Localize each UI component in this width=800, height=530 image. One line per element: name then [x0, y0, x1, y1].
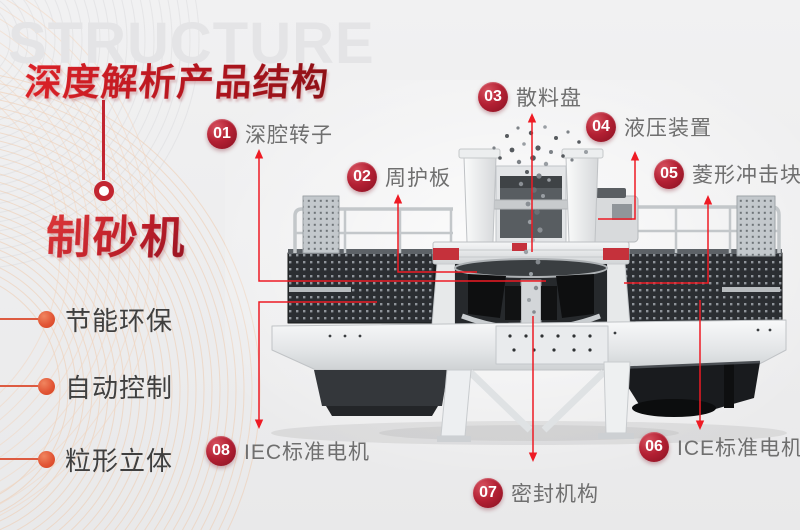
feature-energy-saving: 节能环保 — [0, 303, 174, 336]
title-accent-line — [102, 100, 105, 180]
callout-02: 02 周护板 — [347, 162, 451, 192]
callout-line-05 — [624, 195, 713, 284]
callout-line-01 — [254, 149, 546, 282]
callout-lines — [254, 113, 713, 462]
motor-housing — [615, 360, 761, 417]
callout-line-08 — [254, 301, 377, 429]
callout-02-label: 周护板 — [385, 167, 451, 190]
callout-03-badge: 03 — [478, 82, 508, 112]
feature-grain-shape: 粒形立体 — [0, 443, 174, 476]
callout-04-badge: 04 — [586, 112, 616, 142]
feature-auto-control: 自动控制 — [0, 370, 174, 403]
callout-02-badge: 02 — [347, 162, 377, 192]
feature-label: 节能环保 — [65, 305, 174, 336]
bullet-dot-icon — [38, 377, 55, 395]
callout-07-badge: 07 — [473, 478, 503, 508]
feature-connector-line — [0, 458, 38, 460]
callout-05: 05 菱形冲击块 — [654, 159, 800, 189]
callout-line-03 — [527, 113, 537, 252]
support-legs — [437, 361, 634, 442]
callout-06-badge: 06 — [639, 432, 669, 462]
callout-line-07 — [528, 316, 538, 462]
callout-03-label: 散料盘 — [516, 87, 582, 110]
callout-line-04 — [598, 151, 640, 220]
title-accent-ring — [94, 181, 114, 201]
callout-06-label: ICE标准电机 — [677, 437, 800, 460]
callout-08: 08 IEC标准电机 — [206, 436, 370, 466]
callout-05-badge: 05 — [654, 159, 684, 189]
callout-07-label: 密封机构 — [511, 483, 599, 506]
base-frame — [271, 319, 787, 416]
product-name: 制砂机 — [44, 201, 188, 266]
callout-01: 01 深腔转子 — [207, 119, 333, 149]
feature-connector-line — [0, 318, 38, 320]
callout-line-02 — [393, 194, 477, 273]
callout-04: 04 液压装置 — [586, 112, 712, 142]
callout-line-06 — [695, 300, 705, 430]
falling-particles — [492, 125, 588, 314]
callout-05-label: 菱形冲击块 — [692, 164, 800, 187]
structure-watermark: STRUCTURE — [8, 11, 375, 76]
feature-label: 自动控制 — [65, 372, 174, 403]
bullet-dot-icon — [38, 310, 55, 328]
callout-01-label: 深腔转子 — [245, 124, 333, 147]
callout-01-badge: 01 — [207, 119, 237, 149]
callout-08-badge: 08 — [206, 436, 236, 466]
feature-connector-line — [0, 385, 38, 387]
callout-08-label: IEC标准电机 — [244, 441, 371, 464]
callout-07: 07 密封机构 — [473, 478, 599, 508]
callout-04-label: 液压装置 — [624, 117, 712, 140]
callout-03: 03 散料盘 — [478, 82, 582, 112]
callout-06: 06 ICE标准电机 — [639, 432, 800, 462]
decorative-curves — [0, 0, 261, 530]
bullet-dot-icon — [38, 450, 55, 468]
feature-label: 粒形立体 — [65, 445, 174, 476]
page-title: 深度解析产品结构 — [23, 52, 331, 106]
